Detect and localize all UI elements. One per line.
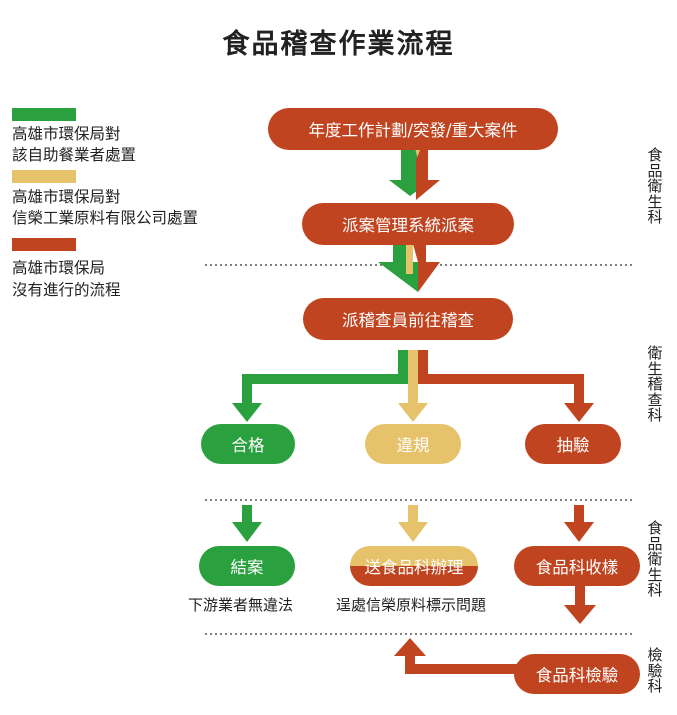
note-upstream: 逞處信榮原料標示問題 xyxy=(336,596,487,614)
dept-char: 驗 xyxy=(647,661,663,680)
node-close: 結案 xyxy=(199,546,295,586)
dept-char: 生 xyxy=(647,359,663,378)
dept-char: 生 xyxy=(647,565,663,584)
arrow-test-to-send xyxy=(394,638,523,674)
dept-char: 品 xyxy=(647,534,663,553)
node-pass: 合格 xyxy=(201,424,295,464)
dept-char: 衛 xyxy=(647,177,663,195)
legend-item-yellow-line1: 高雄市環保局對 xyxy=(12,188,121,206)
legend-item-green-line2: 該自助餐業者處置 xyxy=(12,146,137,164)
legend-item-red-line1: 高雄市環保局 xyxy=(12,259,106,277)
dept-label-laboratory: 檢 驗 科 xyxy=(640,646,670,695)
dept-char: 科 xyxy=(647,581,663,599)
legend-swatch-green xyxy=(12,108,76,121)
arrow-sample-to-collect xyxy=(564,505,594,542)
node-annual-plan: 年度工作計劃/突發/重大案件 xyxy=(268,108,558,150)
legend-swatch-red xyxy=(12,238,76,251)
legend-item-red-line2: 沒有進行的流程 xyxy=(12,281,121,299)
arrow-annual-to-dispatch xyxy=(389,148,440,200)
dept-char: 科 xyxy=(647,208,663,226)
arrow-violation-to-send xyxy=(398,505,428,542)
arrow-pass-to-close xyxy=(232,505,262,542)
node-send-food-dept: 送食品科辦理 xyxy=(350,546,478,586)
node-inspect: 派稽查員前往稽查 xyxy=(303,298,513,340)
branch-connectors xyxy=(232,350,594,422)
dept-label-food-hygiene-1: 食 品 衛 生 科 xyxy=(640,146,670,226)
arrow-dispatch-to-inspect xyxy=(378,244,440,292)
dept-label-health-inspection: 衛 生 稽 查 科 xyxy=(640,344,670,424)
dept-char: 食 xyxy=(647,146,663,164)
legend-item-green-line1: 高雄市環保局對 xyxy=(12,125,121,143)
node-dispatch: 派案管理系統派案 xyxy=(302,203,514,245)
legend-swatch-yellow xyxy=(12,170,76,183)
dept-char: 科 xyxy=(647,406,663,424)
node-violation: 違規 xyxy=(365,424,461,464)
dept-char: 生 xyxy=(647,192,663,211)
dept-label-food-hygiene-2: 食 品 衛 生 科 xyxy=(640,519,670,599)
node-food-collect: 食品科收樣 xyxy=(514,546,640,586)
dept-char: 衛 xyxy=(647,344,663,362)
dept-char: 科 xyxy=(647,677,663,695)
page-title: 食品稽查作業流程 xyxy=(222,29,455,60)
dept-char: 品 xyxy=(647,161,663,180)
node-sample: 抽驗 xyxy=(525,424,621,464)
note-downstream: 下游業者無違法 xyxy=(188,596,294,614)
dept-char: 檢 xyxy=(647,646,663,664)
dept-char: 查 xyxy=(647,390,663,409)
dept-char: 食 xyxy=(647,519,663,537)
legend-item-yellow-line2: 信榮工業原料有限公司處置 xyxy=(12,209,199,227)
arrow-collect-down xyxy=(564,586,596,624)
dept-char: 稽 xyxy=(647,375,663,393)
node-food-test: 食品科檢驗 xyxy=(514,654,640,694)
dept-char: 衛 xyxy=(647,550,663,568)
